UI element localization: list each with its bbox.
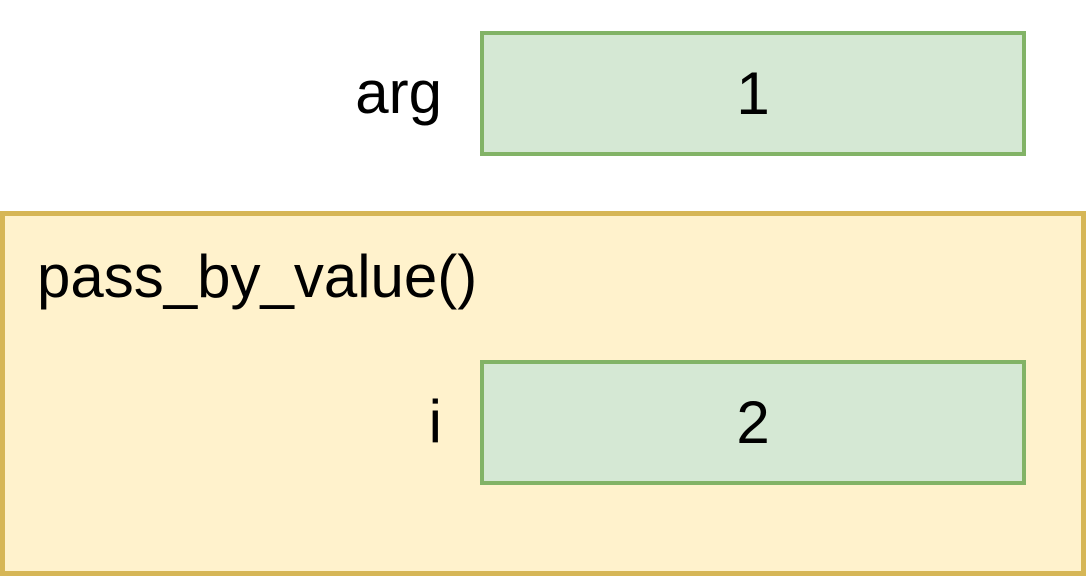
function-frame-title: pass_by_value()	[37, 243, 478, 310]
i-variable-label: i	[428, 388, 442, 455]
arg-value-box: 1	[480, 31, 1026, 156]
i-value-box: 2	[480, 360, 1026, 485]
arg-value: 1	[736, 59, 770, 127]
arg-variable-label: arg	[355, 59, 442, 126]
i-value: 2	[736, 388, 770, 456]
